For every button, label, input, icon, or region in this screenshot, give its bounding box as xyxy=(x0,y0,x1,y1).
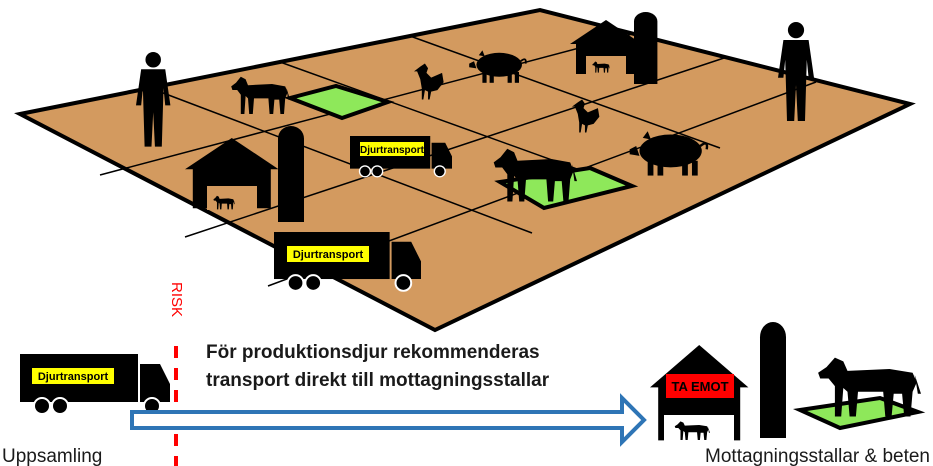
recommendation-line-1: För produktionsdjur rekommenderas xyxy=(206,342,540,363)
silo-icon xyxy=(760,322,786,438)
receiving-sign xyxy=(666,374,734,398)
truck-label: Djurtransport xyxy=(293,249,364,261)
truck-label: Djurtransport xyxy=(360,145,425,156)
caption-receiving: Mottagningsstallar & beten xyxy=(705,446,930,466)
caption-collection: Uppsamling xyxy=(2,446,102,466)
direct-transport-arrow xyxy=(130,393,647,447)
receiving-pasture xyxy=(792,395,926,431)
truck-label: Djurtransport xyxy=(38,371,109,383)
receiving-sign-label: TA EMOT xyxy=(671,379,728,394)
receiving-barn-icon xyxy=(650,345,749,441)
pasture-top xyxy=(283,83,395,121)
recommendation-line-2: transport direkt till mottagningsstallar xyxy=(206,370,550,391)
silo-icon xyxy=(278,126,304,222)
silo-icon xyxy=(634,12,658,84)
barn-icon xyxy=(570,20,642,74)
risk-label: RISK xyxy=(168,282,185,317)
barn-icon xyxy=(185,138,279,210)
